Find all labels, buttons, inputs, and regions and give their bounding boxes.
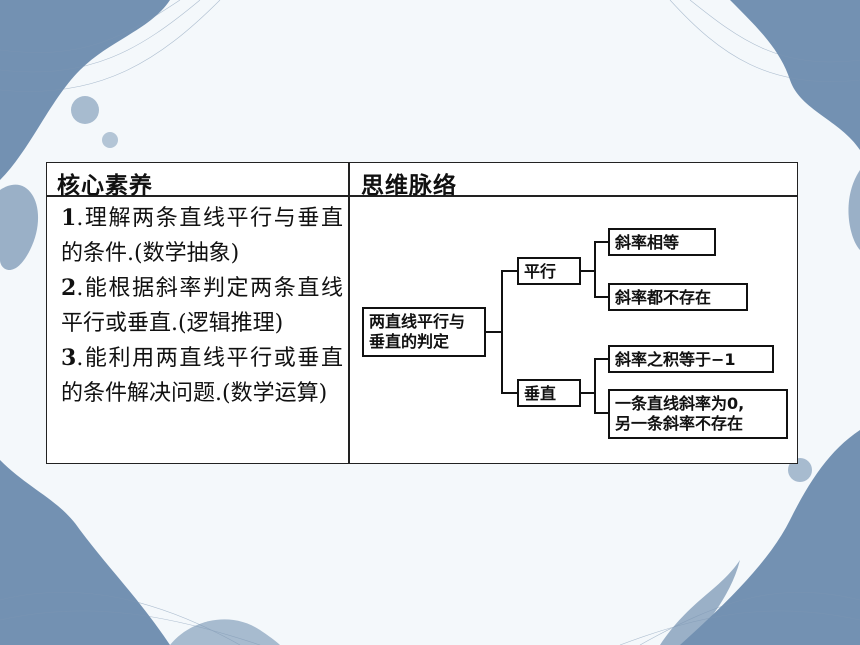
root-box: 两直线平行与 垂直的判定: [362, 307, 486, 357]
header-core-literacy: 核心素养: [57, 173, 153, 199]
connector-line: [581, 270, 595, 272]
perpendicular-condition-2: 一条直线斜率为0, 另一条斜率不存在: [608, 389, 788, 439]
perpendicular-condition-1: 斜率之积等于−1: [608, 345, 774, 373]
column-divider: [348, 163, 350, 463]
goal-item: 1.理解两条直线平行与垂直的条件.(数学抽象): [61, 205, 343, 266]
goals-list: 1.理解两条直线平行与垂直的条件.(数学抽象) 2.能根据斜率判定两条直线平行或…: [61, 201, 343, 411]
connector-line: [594, 412, 608, 414]
perpendicular-box: 垂直: [517, 379, 581, 407]
parallel-condition-2: 斜率都不存在: [608, 283, 748, 311]
connector-line: [581, 392, 595, 394]
connector-line: [501, 270, 517, 272]
concept-diagram: 两直线平行与 垂直的判定 平行 斜率相等 斜率都不存在 垂直 斜率之积等于−1 …: [354, 223, 792, 441]
header-divider: [47, 195, 797, 197]
connector-line: [501, 270, 503, 394]
header-thinking-outline: 思维脉络: [361, 173, 457, 199]
connector-line: [594, 358, 596, 414]
connector-line: [594, 358, 608, 360]
goal-item: 3.能利用两直线平行或垂直的条件解决问题.(数学运算): [61, 345, 343, 406]
connector-line: [594, 241, 596, 298]
connector-line: [594, 296, 608, 298]
parallel-box: 平行: [517, 257, 581, 285]
connector-line: [501, 392, 517, 394]
connector-line: [486, 331, 502, 333]
parallel-condition-1: 斜率相等: [608, 228, 716, 256]
goal-item: 2.能根据斜率判定两条直线平行或垂直.(逻辑推理): [61, 275, 343, 336]
connector-line: [594, 241, 608, 243]
content-table: 核心素养 思维脉络 1.理解两条直线平行与垂直的条件.(数学抽象) 2.能根据斜…: [46, 162, 798, 464]
